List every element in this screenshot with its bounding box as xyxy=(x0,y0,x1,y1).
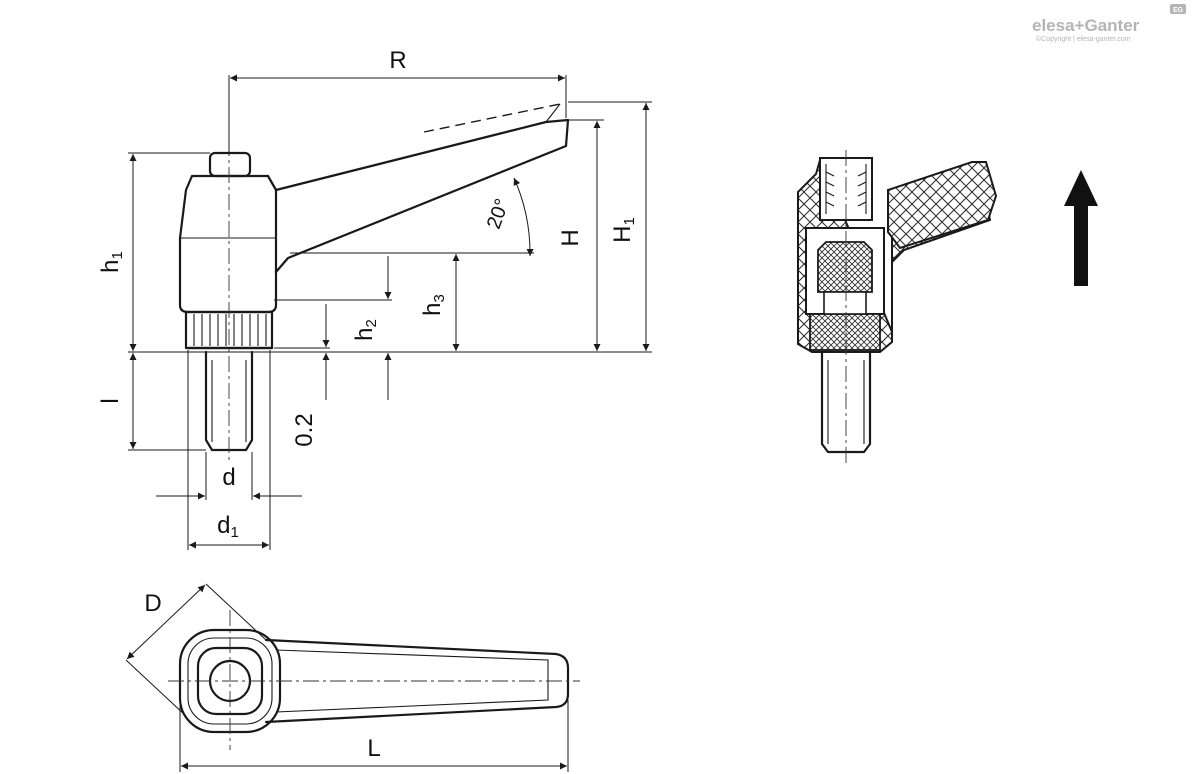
svg-text:©Copyright | elesa-ganter.com: ©Copyright | elesa-ganter.com xyxy=(1036,35,1131,43)
label-clearance: 0.2 xyxy=(291,413,318,446)
brand-logo: elesa+Ganter EG ©Copyright | elesa-gante… xyxy=(1032,4,1186,43)
label-H1: H1 xyxy=(609,217,638,243)
label-h1: h1 xyxy=(97,251,126,273)
lever-arm xyxy=(266,118,570,274)
label-H: H xyxy=(557,229,584,246)
label-L: L xyxy=(367,735,380,762)
label-d: d xyxy=(222,464,235,491)
up-arrow-icon xyxy=(1064,170,1098,286)
section-knurl-upper xyxy=(817,241,873,293)
label-R: R xyxy=(389,47,406,74)
section-view xyxy=(797,150,998,464)
label-D: D xyxy=(144,590,161,617)
top-view xyxy=(168,610,580,750)
top-view-dimensions: D L xyxy=(125,583,569,772)
label-l: l xyxy=(97,398,124,403)
svg-text:elesa+Ganter: elesa+Ganter xyxy=(1032,16,1140,35)
label-h3: h3 xyxy=(419,294,448,316)
cap xyxy=(208,151,252,178)
side-view xyxy=(178,103,570,462)
section-knurl-lower xyxy=(809,313,881,351)
svg-text:EG: EG xyxy=(1173,7,1184,14)
label-d1: d1 xyxy=(217,512,239,541)
hub-body xyxy=(178,174,278,314)
side-view-dimensions: R h1 l H H1 h3 h2 0.2 20 xyxy=(97,47,652,550)
label-h2: h2 xyxy=(351,319,380,341)
label-angle: 20° xyxy=(483,196,514,232)
